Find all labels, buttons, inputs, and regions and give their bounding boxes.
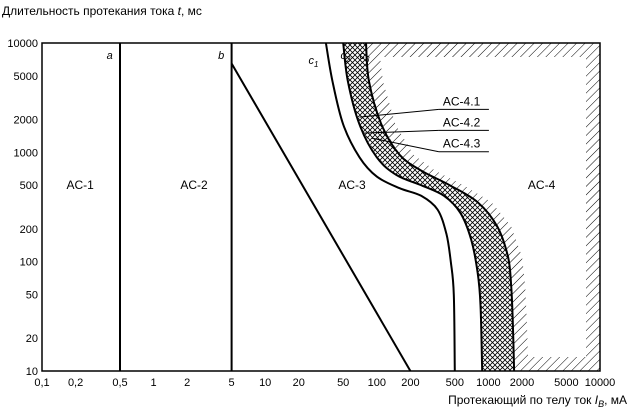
x-axis-title: Протекающий по телу ток IB, мА — [448, 393, 627, 409]
y-axis-title: Длительность протекания тока t, мс — [2, 4, 202, 18]
x-tick-labels: 0,1 0,2 0,5 1 2 5 10 20 50 100 200 500 1000 2000 5000 1… — [34, 377, 615, 389]
x-tick-label: 10 — [259, 377, 271, 389]
annotation-leader — [371, 137, 439, 153]
annotation-label: AC-4.2 — [443, 115, 481, 129]
ac4-inner-blank — [380, 57, 586, 357]
x-tick-label: 5000 — [554, 377, 578, 389]
curve-tag: c2 — [340, 50, 351, 64]
curve-tags: a b c1 c2 c3 — [107, 50, 370, 69]
x-tick-label: 200 — [401, 377, 419, 389]
curve-c1 — [324, 42, 456, 372]
zone-label: AC-1 — [67, 178, 95, 192]
curve-tag: b — [218, 50, 224, 62]
plot-frame — [41, 42, 601, 372]
x-tick-label: 2 — [184, 377, 190, 389]
x-tick-label: 500 — [446, 377, 464, 389]
y-tick-label: 1000 — [14, 147, 38, 159]
x-tick-label: 100 — [368, 377, 386, 389]
ac41-band-fill — [325, 43, 483, 371]
curve-tag: c1 — [308, 55, 318, 69]
zone-labels: AC-1 AC-2 AC-3 AC-4 — [67, 178, 556, 192]
y-tick-label: 50 — [26, 290, 38, 302]
y-tick-label: 100 — [20, 257, 38, 269]
x-tick-label: 0,2 — [68, 377, 83, 389]
y-tick-label: 10 — [26, 366, 38, 378]
zone-label: AC-4 — [528, 178, 556, 192]
y-tick-label: 20 — [26, 333, 38, 345]
y-tick-label: 10000 — [7, 38, 38, 50]
zone-ac42-crosshatched-band — [343, 43, 515, 371]
annotation-callouts: AC-4.1AC-4.2AC-4.3 — [359, 94, 489, 153]
zone-ac41-band — [325, 43, 483, 371]
x-tick-label: 0,1 — [34, 377, 49, 389]
x-tick-label: 20 — [293, 377, 305, 389]
curve-tag: c3 — [360, 50, 371, 64]
y-tick-label: 500 — [20, 180, 38, 192]
zone-label: AC-3 — [338, 178, 366, 192]
ac42-band-fill — [343, 43, 515, 371]
curve-tag: a — [107, 50, 113, 62]
curve-c2 — [342, 42, 484, 372]
x-tick-label: 1000 — [476, 377, 500, 389]
curves-group — [119, 42, 516, 372]
x-tick-label: 50 — [337, 377, 349, 389]
annotation-leader — [359, 108, 439, 118]
x-tick-label: 5 — [229, 377, 235, 389]
x-tick-label: 0,5 — [112, 377, 127, 389]
annotation-label: AC-4.1 — [443, 94, 481, 108]
curve-c3 — [365, 42, 516, 372]
x-tick-label: 10000 — [585, 377, 616, 389]
curve-b-slope — [230, 62, 412, 372]
y-tick-label: 200 — [20, 224, 38, 236]
x-tick-label: 1 — [151, 377, 157, 389]
y-tick-labels: 10000 5000 2000 1000 500 200 100 50 20 10 — [7, 38, 38, 378]
y-tick-label: 5000 — [14, 71, 38, 83]
y-tick-label: 2000 — [14, 114, 38, 126]
x-tick-label: 2000 — [510, 377, 534, 389]
zone-label: AC-2 — [180, 178, 208, 192]
annotation-label: AC-4.3 — [443, 137, 481, 151]
annotation-leader — [362, 129, 439, 134]
